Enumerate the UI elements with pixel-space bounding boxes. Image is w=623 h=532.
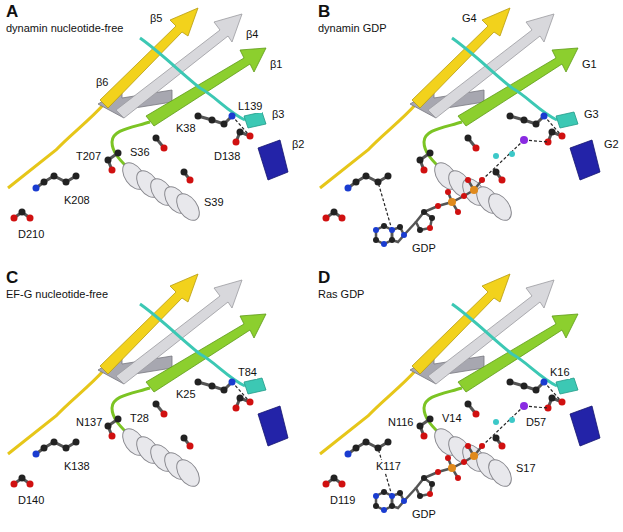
panel-letter: D: [318, 268, 330, 287]
residue-label: K117: [376, 460, 401, 473]
residue-label: T84: [238, 366, 257, 379]
panel-letter: C: [6, 268, 18, 287]
residue-label: D57: [526, 416, 546, 429]
residue-label: V14: [442, 412, 462, 425]
residue-label: L139: [238, 100, 262, 113]
panel-title: Ras GDP: [318, 288, 364, 301]
residue-label: K208: [64, 194, 90, 207]
panel-title: dynamin GDP: [318, 22, 386, 35]
residue-label: D210: [18, 228, 44, 241]
residue-label: D138: [214, 150, 240, 163]
residue-label: K25: [176, 388, 196, 401]
panel-letter: A: [6, 2, 18, 21]
panel-title: EF-G nucleotide-free: [6, 288, 108, 301]
residue-label: G4: [462, 12, 477, 25]
residue-label: G1: [582, 58, 597, 71]
residue-label: β5: [150, 12, 162, 25]
residue-label: β6: [96, 76, 108, 89]
residue-label: T28: [130, 412, 149, 425]
residue-label: T207: [76, 150, 101, 163]
residue-label: S39: [204, 196, 224, 209]
residue-label: β3: [272, 108, 284, 121]
residue-label: S36: [130, 146, 150, 159]
residue-label: GDP: [412, 242, 436, 255]
residue-label: N116: [388, 416, 413, 429]
residue-label: G3: [584, 108, 599, 121]
panel-title: dynamin nucleotide-free: [6, 22, 123, 35]
residue-label: β2: [292, 138, 304, 151]
residue-label: S17: [516, 462, 536, 475]
residue-label: D140: [18, 494, 44, 507]
residue-label: G2: [604, 138, 619, 151]
residue-label: K138: [64, 460, 90, 473]
panel-letter: B: [318, 2, 330, 21]
residue-label: K16: [550, 366, 570, 379]
residue-label: D119: [330, 494, 355, 507]
residue-label: K38: [176, 122, 196, 135]
residue-label: N137: [76, 416, 102, 429]
residue-label: β1: [270, 58, 282, 71]
residue-label: GDP: [412, 508, 436, 521]
residue-label: β4: [246, 28, 258, 41]
